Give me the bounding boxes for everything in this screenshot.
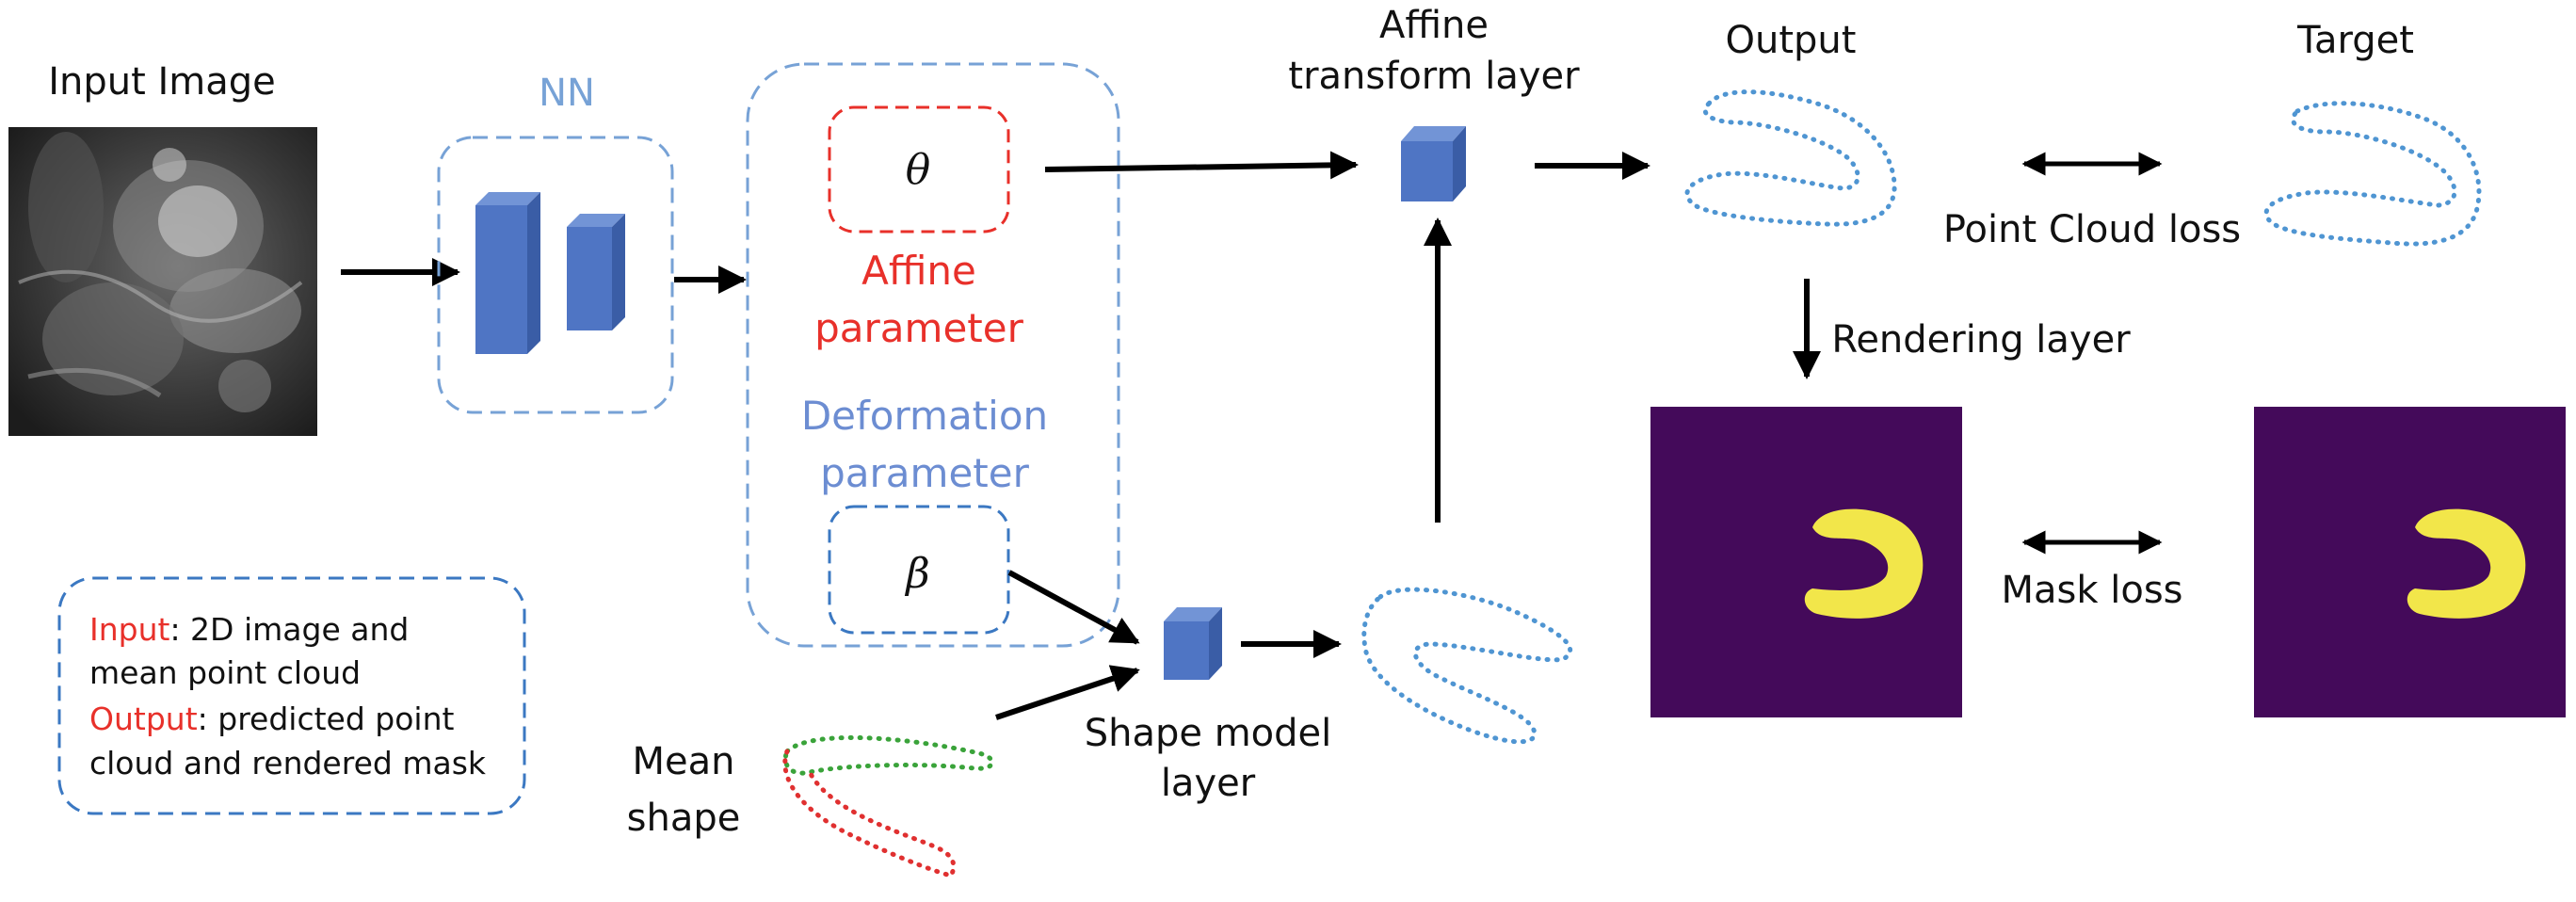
- target-mask: [2254, 407, 2566, 717]
- shape-model-label-line1: Shape model: [1085, 712, 1332, 755]
- affine-transform-label-line2: transform layer: [1288, 55, 1580, 98]
- output-rendered-mask: [1650, 407, 1962, 717]
- output-point-cloud: [1684, 89, 1897, 227]
- legend-output-line1: Output: predicted point: [89, 701, 454, 737]
- theta-box: [828, 105, 1010, 234]
- affine-parameter-label-line1: Affine: [861, 248, 976, 294]
- mean-shape-label-line1: Mean: [633, 740, 735, 783]
- legend-output-text: : predicted point: [198, 701, 455, 737]
- deformation-parameter-label-line2: parameter: [820, 450, 1029, 496]
- affine-transform-label-line1: Affine: [1379, 4, 1489, 47]
- arrow-theta-to-affine-layer: [1044, 151, 1359, 180]
- mean-shape-label-line2: shape: [627, 797, 741, 840]
- shape-model-label-line2: layer: [1161, 762, 1256, 805]
- arrow-beta-to-shape-model: [1007, 570, 1140, 645]
- legend-output-line2: cloud and rendered mask: [89, 745, 487, 781]
- nn-layer-block-2: [567, 214, 625, 330]
- nn-layer-block-1: [475, 192, 540, 354]
- affine-parameter-label-line2: parameter: [814, 305, 1023, 351]
- affine-transform-block: [1401, 126, 1466, 201]
- theta-symbol: θ: [906, 146, 931, 194]
- parameter-group-box: [746, 62, 1120, 648]
- beta-box: [828, 505, 1010, 635]
- shape-model-block: [1164, 607, 1222, 680]
- nn-label: NN: [539, 72, 595, 115]
- point-cloud-loss-label: Point Cloud loss: [1943, 208, 2241, 251]
- legend-input-line1: Input: 2D image and: [89, 611, 409, 648]
- deformed-point-cloud: [1361, 587, 1573, 745]
- legend-input-line2: mean point cloud: [89, 654, 361, 691]
- target-point-cloud: [2263, 101, 2482, 247]
- mean-shape-point-cloud: [782, 734, 995, 878]
- legend-box: [57, 576, 526, 815]
- output-label: Output: [1726, 19, 1857, 62]
- input-mri-image: [8, 127, 317, 436]
- input-image-label: Input Image: [48, 60, 276, 104]
- legend-input-key: Input: [89, 611, 170, 648]
- rendering-layer-label: Rendering layer: [1831, 318, 2131, 362]
- deformation-parameter-label-line1: Deformation: [801, 393, 1048, 439]
- target-label: Target: [2296, 19, 2414, 62]
- legend-input-text: : 2D image and: [169, 611, 409, 648]
- arrow-mean-shape-to-shape-model: [995, 665, 1140, 720]
- mask-loss-label: Mask loss: [2001, 569, 2182, 612]
- nn-box: [437, 136, 674, 414]
- beta-symbol: β: [904, 550, 929, 598]
- legend-output-key: Output: [89, 701, 198, 737]
